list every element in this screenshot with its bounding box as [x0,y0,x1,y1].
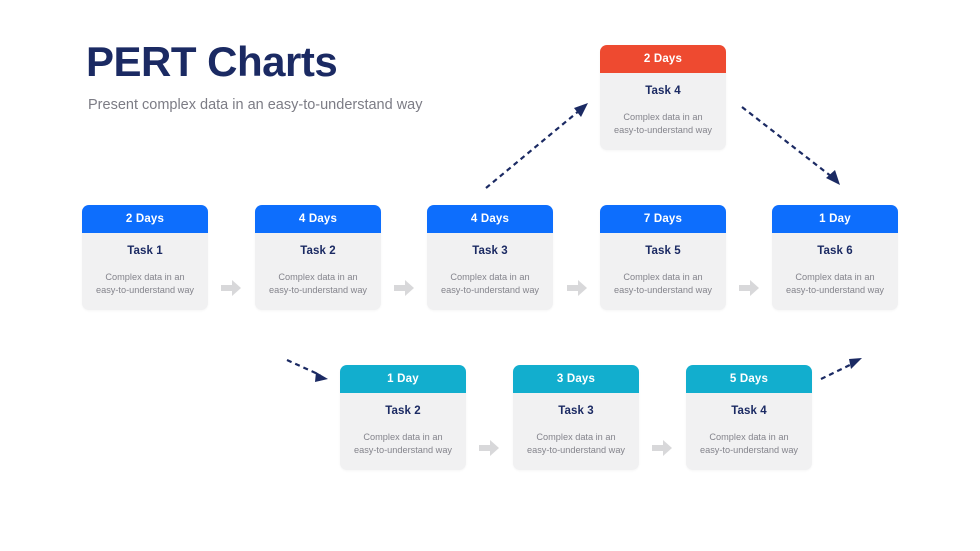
card-description: Complex data in an easy-to-understand wa… [268,272,368,296]
dashed-arrow-task2-to-bottom-task2 [286,358,334,384]
card-description: Complex data in an easy-to-understand wa… [353,432,453,456]
dashed-arrow-task3-to-top-task4 [484,100,594,190]
card-main-task-6[interactable]: 1 Day Task 6 Complex data in an easy-to-… [772,205,898,310]
card-duration-badge: 4 Days [427,205,553,233]
card-task-label: Task 1 [127,245,163,257]
card-top-task-4[interactable]: 2 Days Task 4 Complex data in an easy-to… [600,45,726,150]
card-body: Task 4 Complex data in an easy-to-unders… [686,393,812,470]
card-task-label: Task 2 [300,245,336,257]
card-description: Complex data in an easy-to-understand wa… [95,272,195,296]
card-task-label: Task 6 [817,245,853,257]
card-task-label: Task 5 [645,245,681,257]
card-body: Task 1 Complex data in an easy-to-unders… [82,233,208,310]
card-body: Task 6 Complex data in an easy-to-unders… [772,233,898,310]
page-title: PERT Charts [86,38,338,85]
card-body: Task 3 Complex data in an easy-to-unders… [513,393,639,470]
card-duration-badge: 2 Days [600,45,726,73]
card-duration-badge: 4 Days [255,205,381,233]
card-bottom-task-2[interactable]: 1 Day Task 2 Complex data in an easy-to-… [340,365,466,470]
card-task-label: Task 3 [558,405,594,417]
card-main-task-1[interactable]: 2 Days Task 1 Complex data in an easy-to… [82,205,208,310]
card-main-task-3[interactable]: 4 Days Task 3 Complex data in an easy-to… [427,205,553,310]
page-subtitle: Present complex data in an easy-to-under… [88,97,423,113]
card-body: Task 2 Complex data in an easy-to-unders… [255,233,381,310]
block-arrow-right-icon [651,437,673,459]
card-description: Complex data in an easy-to-understand wa… [613,272,713,296]
card-description: Complex data in an easy-to-understand wa… [613,112,713,136]
card-body: Task 2 Complex data in an easy-to-unders… [340,393,466,470]
block-arrow-right-icon [566,277,588,299]
card-description: Complex data in an easy-to-understand wa… [699,432,799,456]
card-duration-badge: 3 Days [513,365,639,393]
dashed-arrow-bottom-task4-to-task6 [820,355,868,383]
card-task-label: Task 4 [645,85,681,97]
block-arrow-right-icon [393,277,415,299]
card-task-label: Task 4 [731,405,767,417]
block-arrow-right-icon [220,277,242,299]
card-main-task-5[interactable]: 7 Days Task 5 Complex data in an easy-to… [600,205,726,310]
card-duration-badge: 2 Days [82,205,208,233]
card-description: Complex data in an easy-to-understand wa… [440,272,540,296]
card-task-label: Task 2 [385,405,421,417]
card-duration-badge: 1 Day [772,205,898,233]
card-duration-badge: 7 Days [600,205,726,233]
card-description: Complex data in an easy-to-understand wa… [785,272,885,296]
block-arrow-right-icon [738,277,760,299]
card-body: Task 4 Complex data in an easy-to-unders… [600,73,726,150]
card-duration-badge: 1 Day [340,365,466,393]
card-duration-badge: 5 Days [686,365,812,393]
card-body: Task 3 Complex data in an easy-to-unders… [427,233,553,310]
dashed-arrow-top-task4-to-task6 [740,105,845,190]
card-main-task-2[interactable]: 4 Days Task 2 Complex data in an easy-to… [255,205,381,310]
card-body: Task 5 Complex data in an easy-to-unders… [600,233,726,310]
block-arrow-right-icon [478,437,500,459]
card-bottom-task-3[interactable]: 3 Days Task 3 Complex data in an easy-to… [513,365,639,470]
card-description: Complex data in an easy-to-understand wa… [526,432,626,456]
card-task-label: Task 3 [472,245,508,257]
card-bottom-task-4[interactable]: 5 Days Task 4 Complex data in an easy-to… [686,365,812,470]
